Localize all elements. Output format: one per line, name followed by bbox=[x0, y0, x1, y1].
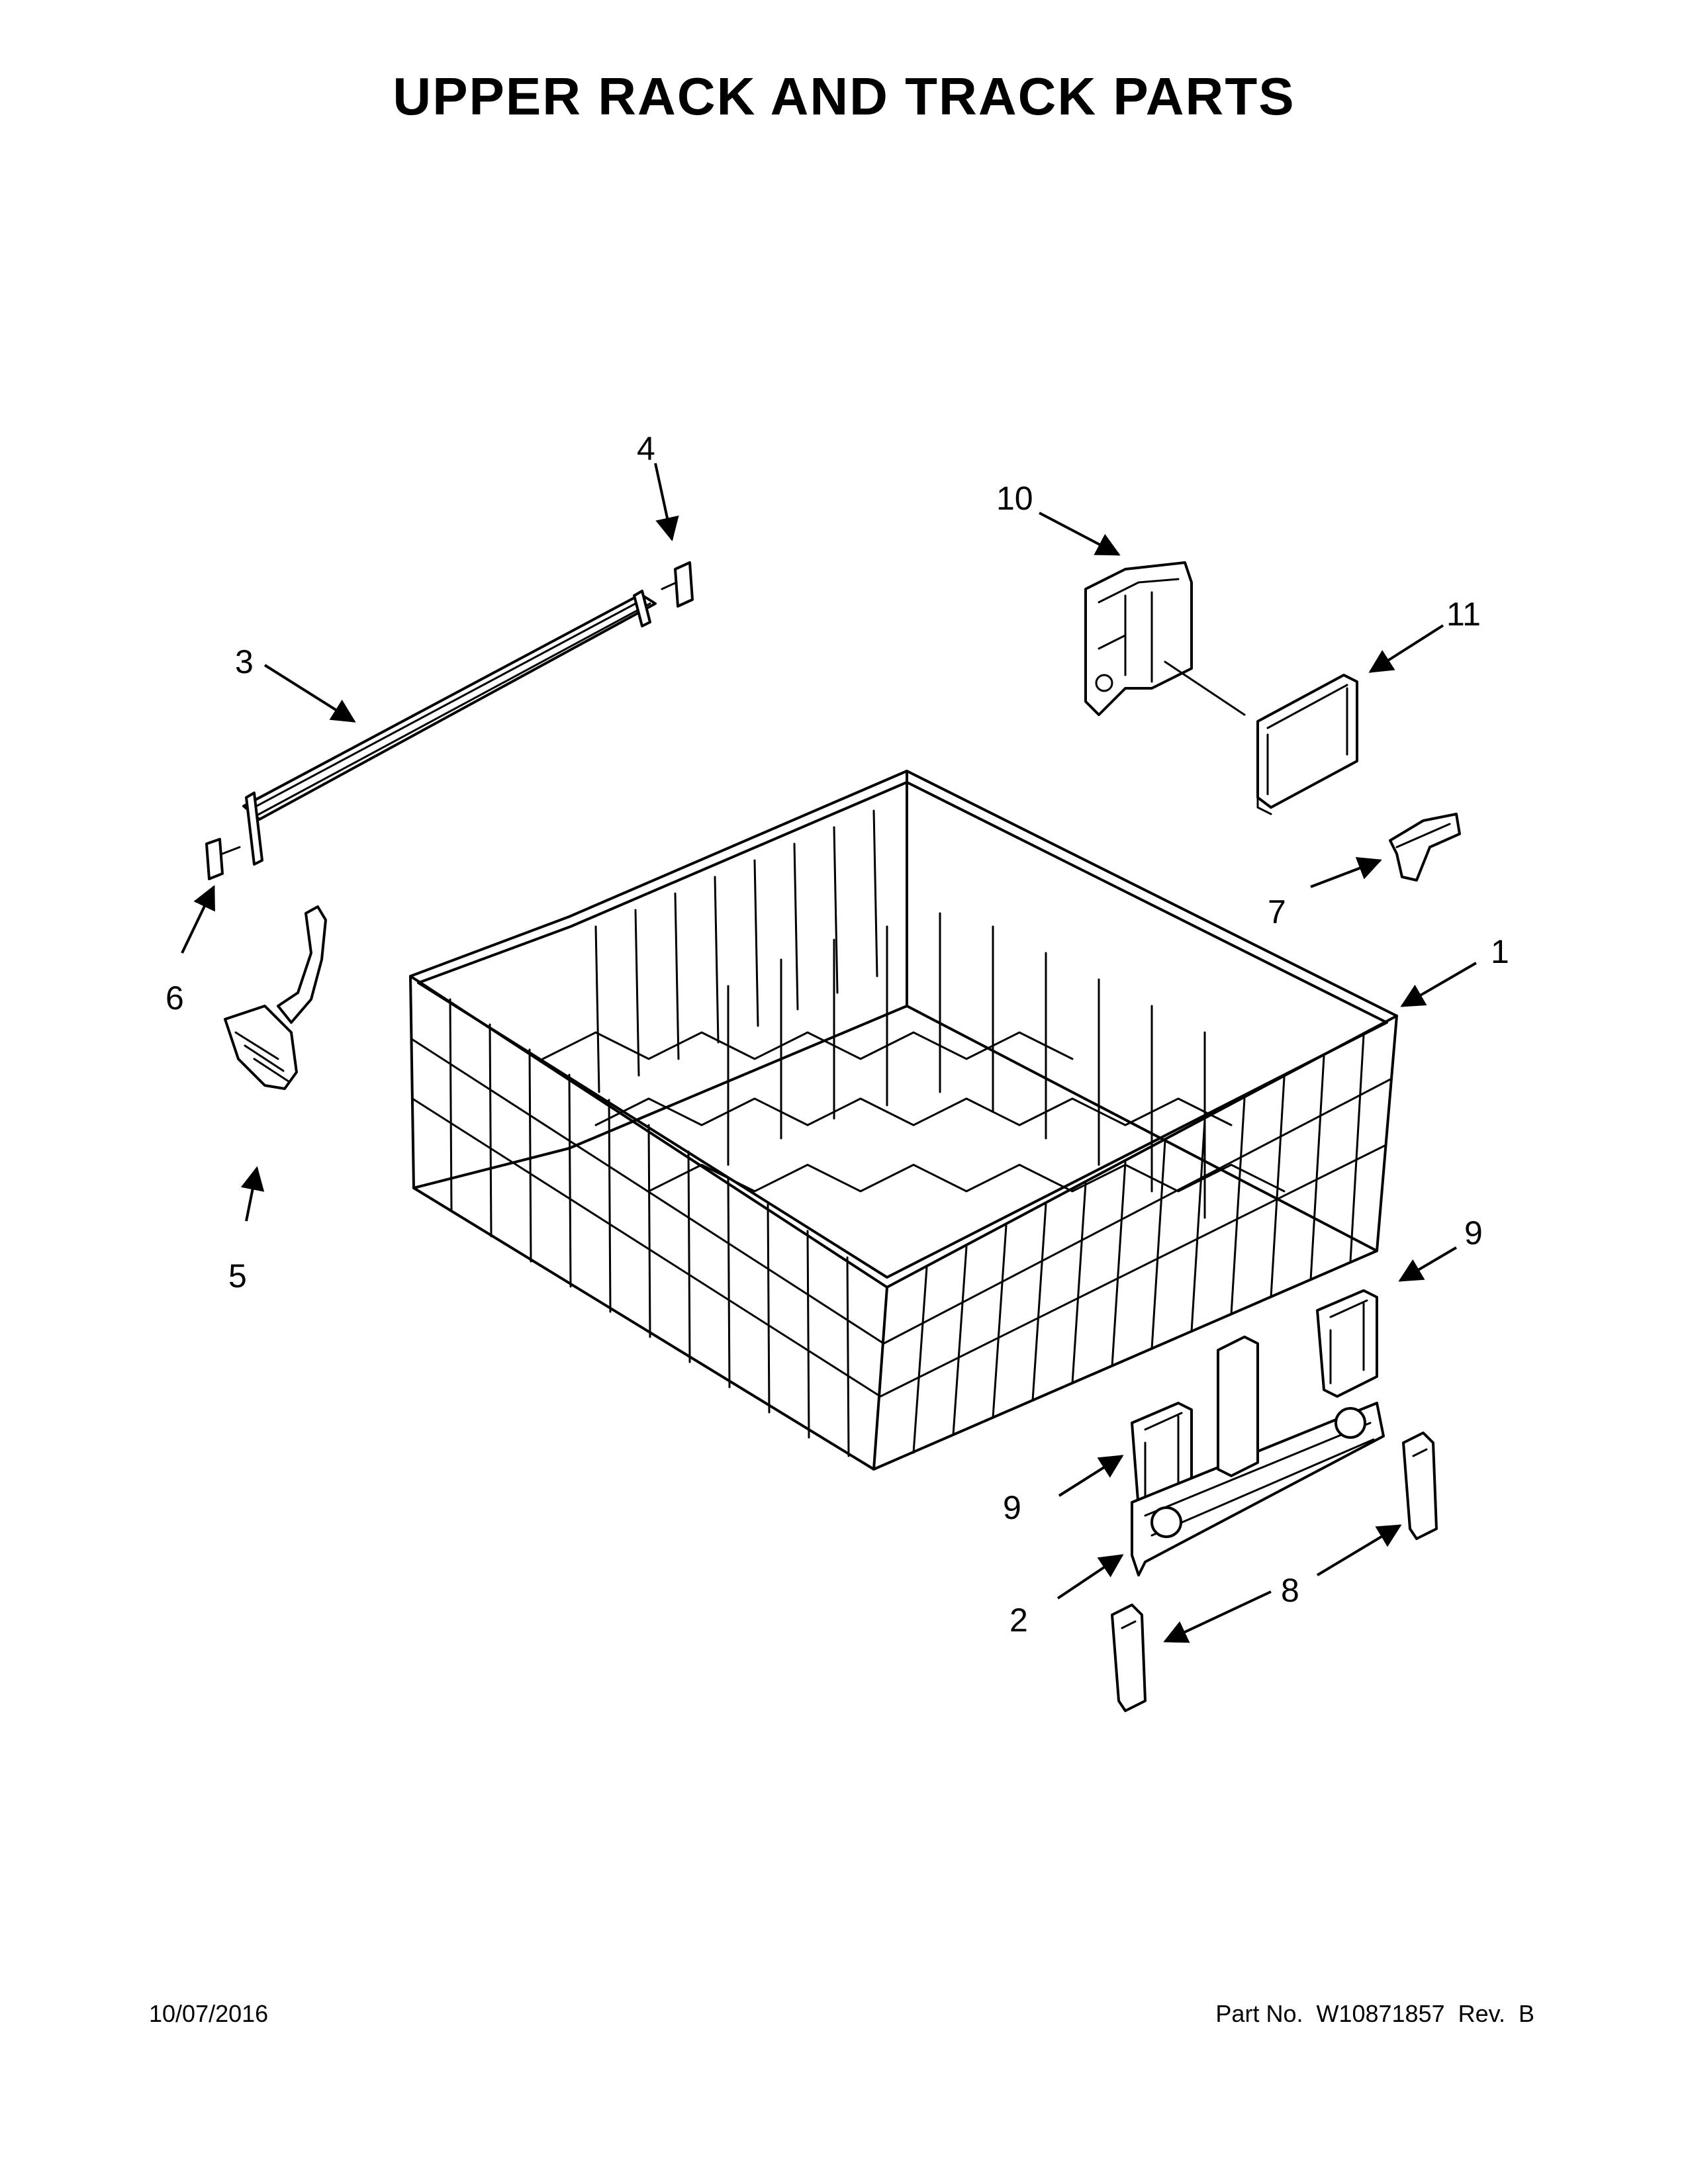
callout-4: 4 bbox=[637, 430, 655, 467]
part-1-upper-rack bbox=[409, 770, 1398, 1471]
part-10-bracket bbox=[1084, 561, 1246, 716]
part-8-tab-right bbox=[1402, 1432, 1438, 1540]
callout-labels: 1 2 3 4 5 6 7 8 9 9 10 11 bbox=[165, 430, 1509, 1639]
callout-arrows bbox=[181, 463, 1477, 1643]
callout-8: 8 bbox=[1281, 1572, 1299, 1609]
callout-9-lower: 9 bbox=[1003, 1489, 1021, 1526]
part-4-rail-end-cap bbox=[661, 561, 694, 608]
callout-10: 10 bbox=[996, 480, 1033, 517]
page-title: UPPER RACK AND TRACK PARTS bbox=[393, 67, 1295, 126]
part-7-small-clip bbox=[1389, 813, 1461, 882]
callout-6: 6 bbox=[165, 979, 184, 1017]
callout-3: 3 bbox=[235, 643, 254, 680]
callout-1: 1 bbox=[1491, 933, 1509, 970]
part-9-clip-upper bbox=[1316, 1289, 1378, 1398]
callout-7: 7 bbox=[1268, 893, 1286, 931]
part-3-track-rail bbox=[242, 590, 657, 866]
callout-2: 2 bbox=[1009, 1602, 1028, 1639]
part-2-rack-adjuster bbox=[1131, 1336, 1385, 1576]
part-6-rail-end-cap bbox=[205, 838, 241, 880]
part-8-tab-left bbox=[1111, 1604, 1147, 1712]
part-5-adjuster-handle bbox=[224, 905, 327, 1090]
callout-9-upper: 9 bbox=[1464, 1214, 1483, 1251]
part-11-clip bbox=[1256, 674, 1358, 815]
callout-11: 11 bbox=[1446, 596, 1481, 633]
footer-date: 10/07/2016 bbox=[149, 2000, 269, 2027]
footer-part-number: Part No. W10871857 Rev. B bbox=[1215, 2000, 1534, 2027]
callout-5: 5 bbox=[228, 1257, 247, 1295]
